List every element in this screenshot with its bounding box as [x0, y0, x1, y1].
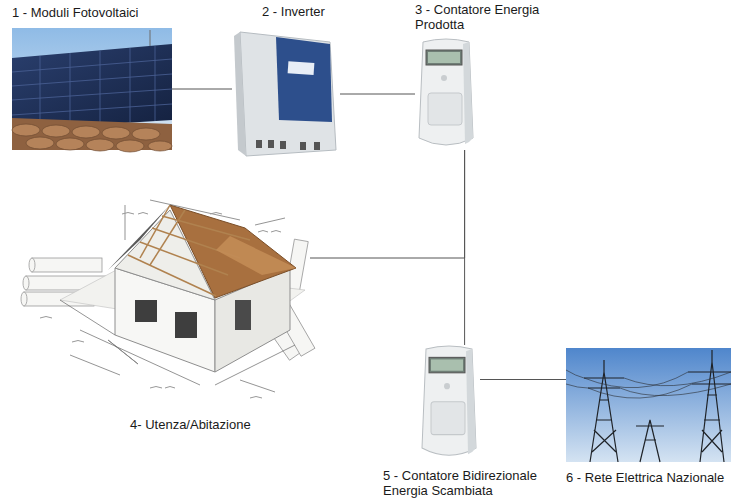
component-label: 4- Utenza/Abitazione — [130, 417, 251, 432]
component: 2 - Inverter — [232, 25, 340, 160]
connection-line — [172, 89, 232, 90]
power-grid-photo — [566, 348, 731, 462]
component-label: 5 - Contatore Bidirezionale Energia Scam… — [383, 468, 558, 498]
house-illustration — [21, 200, 315, 398]
component: 5 - Contatore Bidirezionale Energia Scam… — [418, 345, 480, 460]
meter-photo — [422, 346, 476, 455]
inverter-photo — [234, 32, 336, 156]
component-label: 1 - Moduli Fotovoltaici — [12, 5, 138, 20]
component: 6 - Rete Elettrica Nazionale — [566, 348, 731, 462]
connection-line — [480, 379, 566, 380]
connection-line — [310, 150, 465, 258]
component: 3 - Contatore Energia Prodotta — [415, 38, 477, 150]
connection-line — [464, 150, 465, 345]
component-label: 6 - Rete Elettrica Nazionale — [566, 470, 724, 485]
connection-line — [340, 94, 415, 95]
meter-photo — [419, 39, 473, 145]
component: 4- Utenza/Abitazione — [20, 190, 310, 405]
component-label: 2 - Inverter — [262, 4, 325, 19]
component-label: 3 - Contatore Energia Prodotta — [415, 2, 585, 32]
solar-panel-photo — [12, 28, 172, 152]
component: 1 - Moduli Fotovoltaici — [12, 28, 172, 150]
